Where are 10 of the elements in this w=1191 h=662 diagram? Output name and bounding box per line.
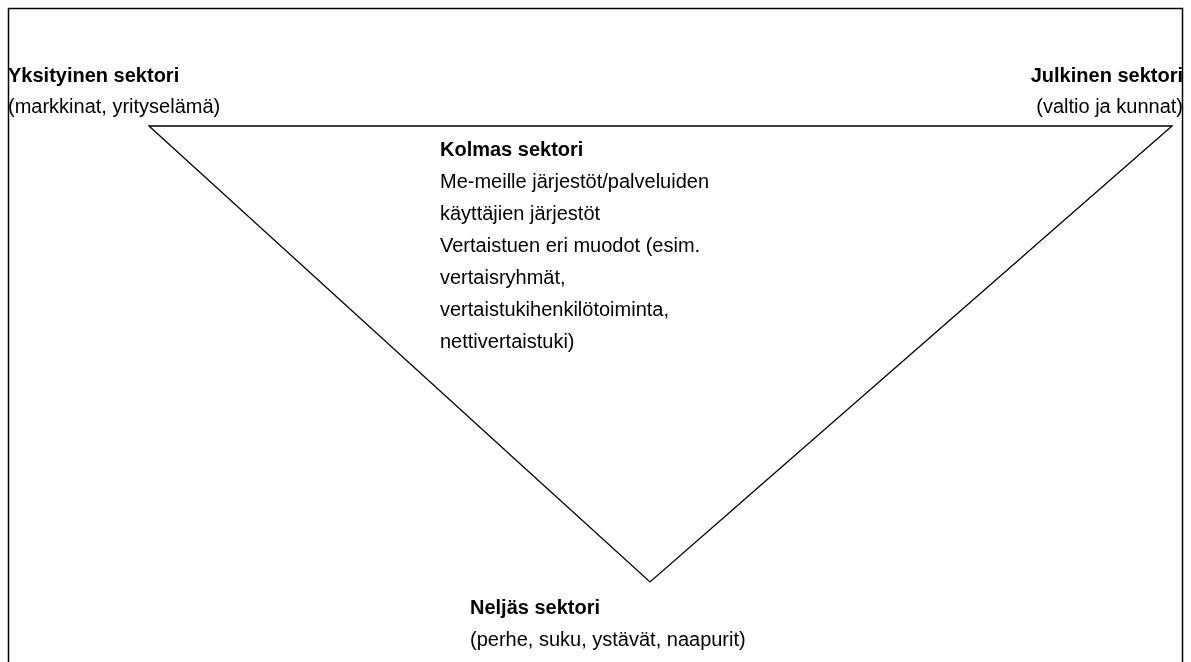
sector-heading: Kolmas sektori [440, 137, 585, 162]
sector-description: (perhe, suku, ystävät, naapurit) [470, 627, 746, 652]
sector-description: Me-meille järjestöt/palveluiden käyttäjien järjestöt [440, 169, 710, 226]
sector-heading: Neljäs sektori [470, 595, 601, 620]
triangle-shape [148, 125, 1173, 583]
sector-description: (valtio ja kunnat) [1036, 94, 1183, 119]
sector-heading: Julkinen sektori [1030, 63, 1183, 88]
sector-description: Vertaistuen eri muodot (esim. vertaisryhmät, vertaistukihenkilötoiminta, nettivertaistuki) [440, 233, 702, 354]
sector-heading: Yksityinen sektori [8, 63, 180, 88]
sector-description: (markkinat, yrityselämä) [8, 94, 221, 119]
